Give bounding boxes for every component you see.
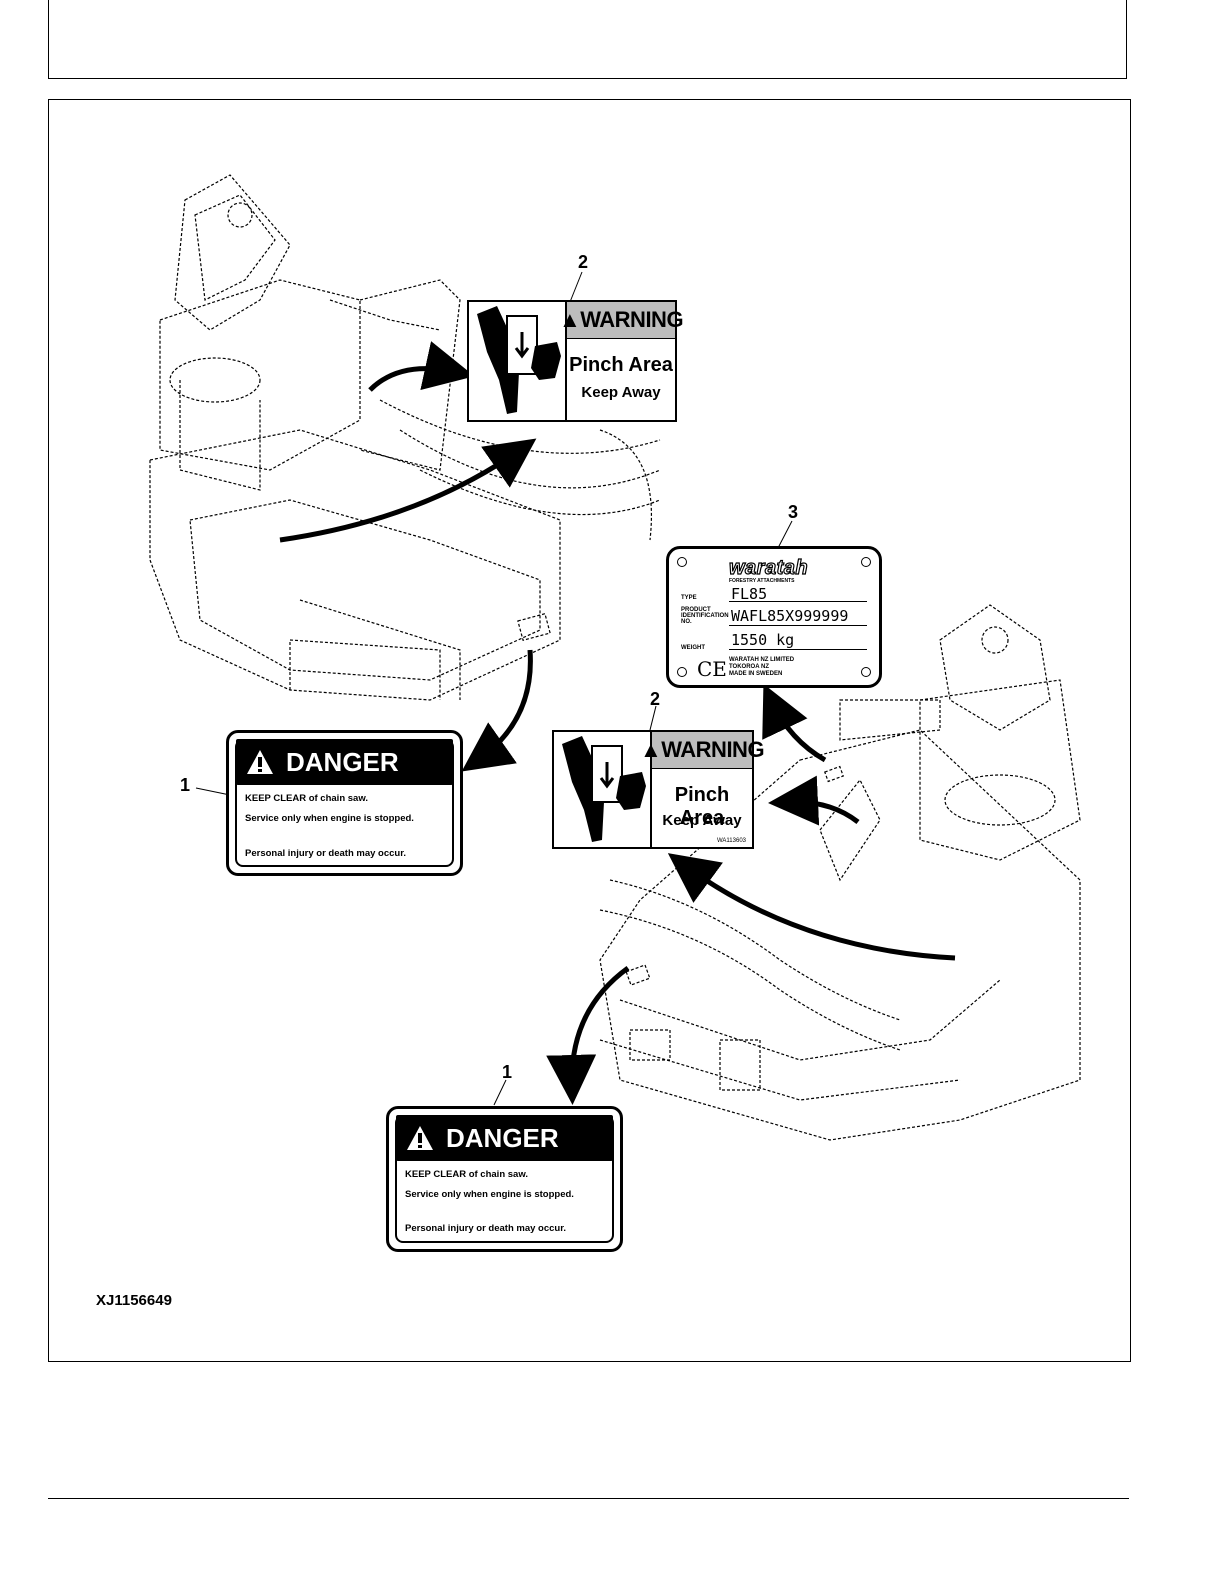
- warning-line-2: Keep Away: [581, 384, 661, 401]
- plate-rivet-icon: [677, 557, 687, 567]
- danger-line-3: Personal injury or death may occur.: [405, 1223, 567, 1234]
- weight-value: 1550 kg: [731, 631, 795, 649]
- danger-decal-lower: DANGER KEEP CLEAR of chain saw. Service …: [386, 1106, 623, 1252]
- danger-triangle-icon: [407, 1126, 433, 1150]
- product-id-plate: waratah FORESTRY ATTACHMENTS TYPE FL85 P…: [666, 546, 882, 688]
- pin-label-3: NO.: [681, 619, 692, 625]
- warning-header: ▲WARNING: [559, 302, 684, 339]
- warning-triangle-icon: ▲: [639, 737, 662, 762]
- figure-frame: [48, 99, 1131, 1362]
- callout-1-upper: 1: [180, 775, 191, 795]
- danger-triangle-icon: [247, 750, 273, 774]
- warning-line-1: Pinch Area: [569, 354, 673, 376]
- manufacturer-info: WARATAH NZ LIMITED TOKOROA NZ MADE IN SW…: [729, 657, 795, 677]
- callout-3: 3: [788, 502, 799, 522]
- callout-2-upper: 2: [578, 252, 589, 272]
- warning-line-1: Pinch Area: [674, 784, 730, 829]
- footer-rule: [48, 1498, 1129, 1499]
- header-frame: [48, 0, 1127, 79]
- harvester-head-lower: [599, 604, 1081, 1141]
- danger-decal-upper: DANGER KEEP CLEAR of chain saw. Service …: [226, 730, 463, 876]
- warning-decal-upper: ▲WARNING Pinch Area Keep Away: [467, 300, 684, 422]
- ce-mark: CE: [697, 657, 727, 681]
- warning-decal-lower: ▲WARNING Pinch Area Keep Away WA113603: [552, 730, 765, 849]
- plate-rivet-icon: [677, 667, 687, 677]
- callout-1-lower: 1: [502, 1062, 513, 1082]
- pinch-hazard-pictogram: [554, 732, 652, 847]
- type-label: TYPE: [681, 595, 697, 601]
- pin-value: WAFL85X999999: [731, 607, 849, 625]
- weight-label: WEIGHT: [681, 645, 705, 651]
- figure-id: XJ1156649: [96, 1292, 172, 1309]
- pin-label-1: PRODUCT: [681, 607, 711, 613]
- harvester-head-upper: [149, 174, 661, 701]
- pin-label-2: IDENTIFICATION: [681, 613, 729, 619]
- type-value: FL85: [731, 585, 768, 603]
- plate-rivet-icon: [861, 667, 871, 677]
- danger-line-1: KEEP CLEAR of chain saw.: [405, 1169, 528, 1180]
- pinch-hazard-pictogram: [469, 302, 567, 420]
- warning-line-2: Keep Away: [662, 812, 742, 829]
- danger-line-2: Service only when engine is stopped.: [245, 813, 414, 824]
- decal-location-arrows: [279, 341, 956, 1105]
- danger-header: DANGER: [236, 739, 453, 785]
- danger-line-1: KEEP CLEAR of chain saw.: [245, 793, 368, 804]
- danger-line-2: Service only when engine is stopped.: [405, 1189, 574, 1200]
- plate-rivet-icon: [861, 557, 871, 567]
- warning-triangle-icon: ▲: [558, 307, 581, 332]
- warning-header: ▲WARNING: [640, 732, 765, 769]
- warning-part-code: WA113603: [716, 838, 746, 844]
- callout-2-lower: 2: [650, 689, 661, 709]
- danger-line-3: Personal injury or death may occur.: [245, 848, 407, 859]
- danger-header: DANGER: [396, 1115, 613, 1161]
- waratah-logo: waratah: [728, 556, 809, 579]
- brand-subtitle: FORESTRY ATTACHMENTS: [729, 578, 795, 584]
